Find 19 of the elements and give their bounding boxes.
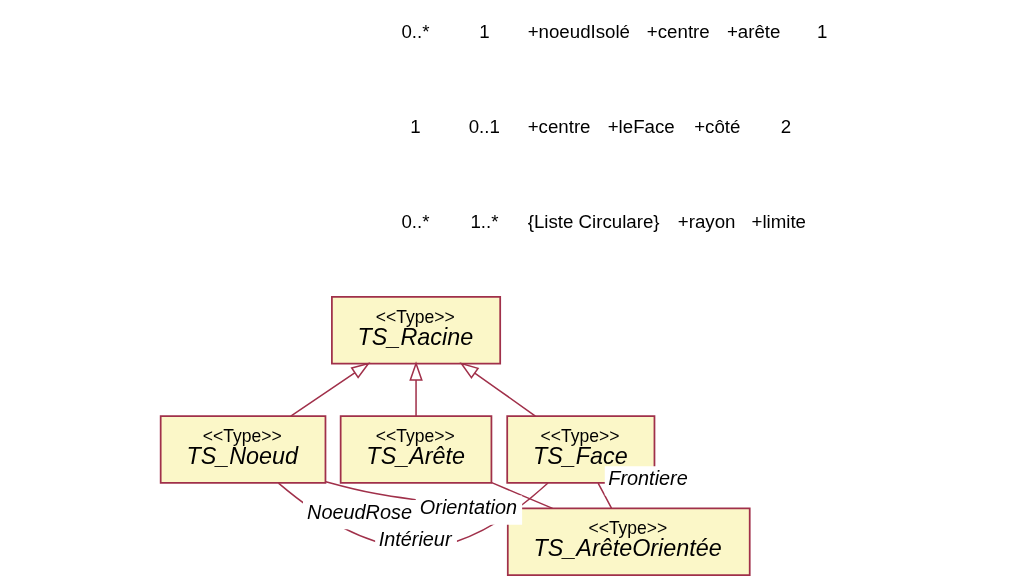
label: 1 bbox=[816, 21, 828, 43]
label: 2 bbox=[780, 116, 792, 138]
label: 0..* bbox=[401, 210, 430, 232]
label: {Liste Circulare} bbox=[527, 210, 660, 232]
label: +côté bbox=[694, 116, 741, 138]
label: +arête bbox=[726, 21, 781, 43]
edge-label: Intérieur bbox=[378, 527, 452, 550]
label: +centre bbox=[527, 116, 591, 138]
label: 1..* bbox=[470, 210, 499, 232]
label: +limite bbox=[751, 210, 807, 232]
label: +centre bbox=[646, 21, 710, 43]
label: +rayon bbox=[677, 210, 736, 232]
edge-label: NoeudRose bbox=[307, 500, 412, 523]
label: +leFace bbox=[607, 116, 675, 138]
label: 0..1 bbox=[468, 116, 500, 138]
label: 1 bbox=[479, 21, 490, 43]
label: 1 bbox=[410, 116, 421, 138]
label: +noeudIsolé bbox=[527, 21, 631, 43]
label: 0..* bbox=[401, 21, 430, 43]
